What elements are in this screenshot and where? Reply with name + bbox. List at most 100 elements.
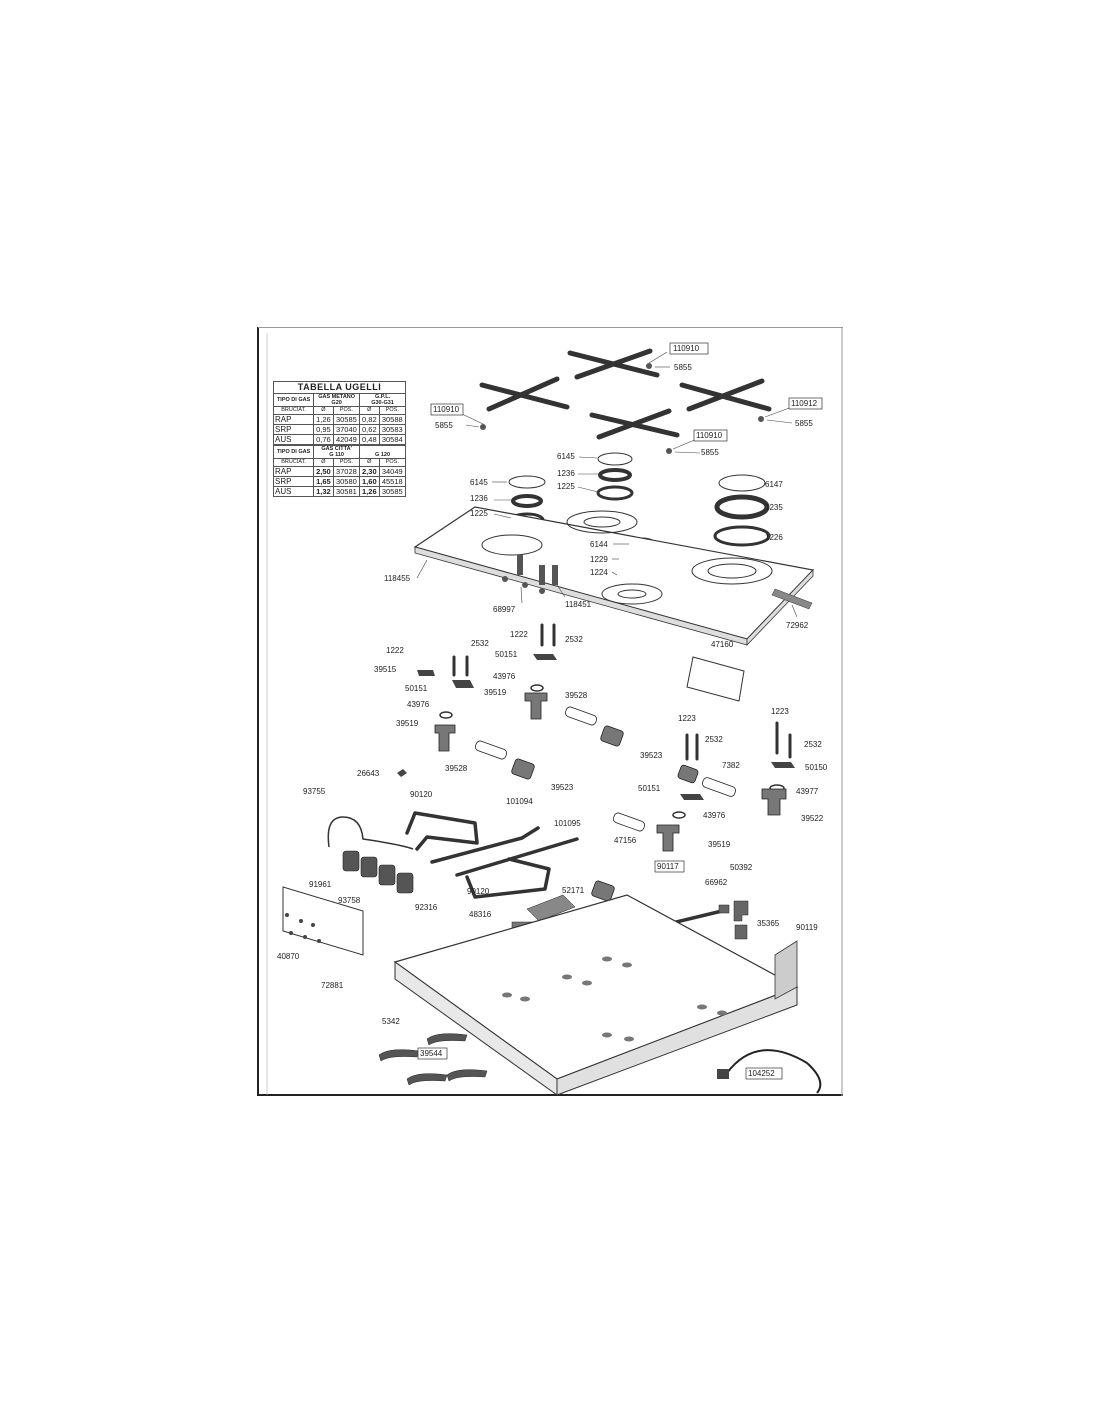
gas-fittings xyxy=(718,900,749,940)
burner-hole-top xyxy=(566,510,638,534)
tray-foot xyxy=(378,1049,420,1062)
burner-body-39519-c xyxy=(656,824,680,852)
part-labels: 110910 5855 110910 5855 110912 5855 1109… xyxy=(277,342,828,1080)
part-label-1236: 1236 xyxy=(557,469,575,478)
part-label-1224: 1224 xyxy=(590,568,608,577)
venturi-39528-a xyxy=(474,740,508,760)
tipo-di-gas-header: TIPO DI GAS xyxy=(272,445,315,459)
tray-hole xyxy=(622,962,632,968)
part-label-1229: 1229 xyxy=(590,555,608,564)
part-label-43976: 43976 xyxy=(407,700,430,709)
o-rings xyxy=(439,684,785,819)
part-label-1235: 1235 xyxy=(765,503,783,512)
tray-hole xyxy=(562,974,572,980)
part-label-93758: 93758 xyxy=(338,896,361,905)
venturi-7382 xyxy=(702,777,736,797)
cap-6145-top xyxy=(597,452,633,466)
part-label-93755: 93755 xyxy=(303,787,326,796)
part-label-101095: 101095 xyxy=(554,819,581,828)
exploded-parts-diagram: 110910 5855 110910 5855 110912 5855 1109… xyxy=(257,327,843,1096)
injector-holder-39523-c xyxy=(591,880,615,902)
pan-support-left xyxy=(479,376,570,412)
tray-hole xyxy=(624,1036,634,1042)
screw xyxy=(522,582,528,588)
pan-support-top xyxy=(567,348,660,380)
pcb-52171 xyxy=(526,894,576,922)
label-box xyxy=(788,397,823,410)
rubber-feet xyxy=(480,363,764,454)
screw xyxy=(502,576,508,582)
pos-header: POS. xyxy=(378,458,407,467)
screw xyxy=(317,939,321,943)
rubber-foot xyxy=(758,416,764,422)
part-label-47156: 47156 xyxy=(614,836,637,845)
burner-hole-left xyxy=(481,534,543,556)
bruciat-header: BRUCIAT. xyxy=(272,406,315,415)
injector-cluster xyxy=(502,555,558,594)
part-label-50151: 50151 xyxy=(638,784,661,793)
base-1226 xyxy=(713,525,771,547)
injector-holder-39523-a xyxy=(511,758,535,780)
part-label-1236: 1236 xyxy=(470,494,488,503)
gas-tap xyxy=(342,850,360,872)
tray-foot xyxy=(426,1033,468,1046)
pipe-101094 xyxy=(430,826,540,864)
part-label-43976: 43976 xyxy=(493,672,516,681)
part-label-43976: 43976 xyxy=(703,811,726,820)
part-label-110912: 110912 xyxy=(791,399,818,408)
screws-40870 xyxy=(285,913,321,943)
union-35365 xyxy=(734,924,748,940)
seal-66962 xyxy=(718,904,730,914)
burner-body-39522 xyxy=(761,788,787,816)
part-label-1223: 1223 xyxy=(771,707,789,716)
diameter-header: Ø xyxy=(313,458,334,467)
plate-47160 xyxy=(686,656,745,702)
screw xyxy=(289,931,293,935)
burner-hole-small xyxy=(601,583,663,605)
tray-side-wall xyxy=(556,986,798,1096)
label-box xyxy=(654,860,685,873)
part-label-90117: 90117 xyxy=(657,862,679,871)
label-box xyxy=(669,342,709,355)
part-label-101094: 101094 xyxy=(506,797,533,806)
bracket-50151-c xyxy=(680,794,704,800)
table-row: RAP 1,26 30585 0,82 30588 xyxy=(272,414,407,425)
part-label-110910: 110910 xyxy=(433,405,460,414)
part-label-1225: 1225 xyxy=(470,509,488,518)
tray-foot xyxy=(446,1069,488,1082)
part-label-5855: 5855 xyxy=(701,448,719,457)
tray-foot xyxy=(406,1073,448,1086)
table-title: TABELLA UGELLI xyxy=(273,381,406,394)
part-label-35365: 35365 xyxy=(757,919,780,928)
part-label-5855: 5855 xyxy=(674,363,692,372)
o-ring-43976-a xyxy=(439,711,453,719)
crown-1235 xyxy=(714,494,770,520)
diameter-header: Ø xyxy=(359,406,380,415)
hob-top-side xyxy=(746,569,814,646)
pos-header: POS. xyxy=(378,406,407,415)
cable-104252 xyxy=(726,1049,822,1094)
pan-support-right xyxy=(679,378,772,412)
table-row: SRP 0,95 37040 0,62 30583 xyxy=(272,424,407,435)
burner-hole-right-inner xyxy=(707,563,757,579)
part-label-7382: 7382 xyxy=(722,761,740,770)
part-label-39519: 39519 xyxy=(396,719,419,728)
part-label-39528: 39528 xyxy=(565,691,588,700)
part-label-47160: 47160 xyxy=(711,640,734,649)
cap-6145-left xyxy=(508,475,546,489)
burner-hole-top-inner xyxy=(583,516,621,528)
part-label-39515: 39515 xyxy=(374,665,397,674)
screw xyxy=(303,935,307,939)
cable-clamp-104252 xyxy=(717,1069,729,1079)
pan-support-middle xyxy=(589,408,680,440)
part-label-39544: 39544 xyxy=(420,1049,443,1058)
bruciat-header: BRUCIAT. xyxy=(272,458,315,467)
tray-hole xyxy=(717,1010,727,1016)
injector xyxy=(539,565,545,585)
rubber-foot xyxy=(666,448,672,454)
burner-hole-right xyxy=(691,557,773,585)
tipo-di-gas-header: TIPO DI GAS xyxy=(272,393,315,407)
venturi-47156 xyxy=(612,812,646,832)
injector-holder-39523-b xyxy=(600,725,624,747)
part-label-118455: 118455 xyxy=(384,574,411,583)
